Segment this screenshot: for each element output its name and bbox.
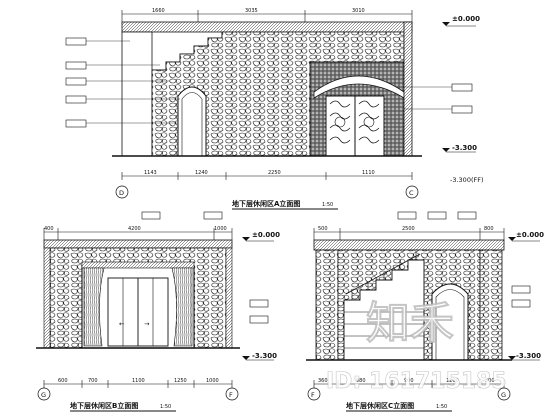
- axis-c-left: F: [311, 391, 315, 399]
- dim-b-bottom-3: 1100: [132, 378, 145, 384]
- dim-b-bottom-4: 1250: [174, 378, 187, 384]
- elevation-c: 500 2500 800: [306, 211, 544, 412]
- dim-a-bottom-1: 1143: [144, 170, 157, 176]
- elevation-c-top-dimensions: 500 2500 800: [313, 226, 505, 240]
- elevation-b-top-dimensions: 400 4200 1000: [43, 226, 233, 240]
- staircase: [343, 252, 425, 361]
- elevation-a-title: 地下层休闲区A立面图: [232, 199, 300, 208]
- elevation-a-bottom-dimensions: 1143 1240 2250 1110: [121, 170, 413, 180]
- dim-a-top-3: 3010: [352, 8, 365, 14]
- dim-c-bottom-2: 980: [356, 378, 366, 384]
- axis-b-left: G: [41, 391, 46, 399]
- dim-c-bottom-3: 900: [404, 378, 414, 384]
- axis-bubble-c-right: [497, 387, 511, 401]
- axis-c-right: G: [501, 391, 506, 399]
- level-a-bottom: -3.300: [452, 144, 477, 152]
- arrow-left-glyph: ←: [119, 320, 125, 328]
- dim-b-top-1: 400: [44, 226, 54, 232]
- elevation-c-title: 地下层休闲区C立面图: [346, 401, 414, 410]
- axis-bubble-a-left: [115, 185, 129, 199]
- elevation-b: 400 4200 1000 ← →: [36, 211, 280, 412]
- dim-a-top-1: 1660: [152, 8, 165, 14]
- level-c-top: ±0.000: [516, 231, 544, 239]
- dim-c-top-2: 2500: [402, 226, 415, 232]
- dim-c-top-3: 800: [484, 226, 494, 232]
- iron-gate: [325, 95, 385, 157]
- watermark-logo: 知禾: [366, 298, 454, 349]
- elevation-b-material-tags: [141, 211, 269, 324]
- elevation-c-levels: ±0.000 -3.300: [508, 231, 544, 361]
- dim-a-top-2: 3035: [245, 8, 258, 14]
- elevation-c-material-tags: [397, 211, 531, 308]
- axis-b-right: F: [229, 391, 233, 399]
- level-a-ff: -3.300(FF): [450, 176, 484, 184]
- dim-a-bottom-3: 2250: [268, 170, 281, 176]
- dim-b-top-3: 1000: [214, 226, 227, 232]
- axis-bubble-a-right: [405, 185, 419, 199]
- elevation-a-scale: 1:50: [322, 202, 333, 208]
- elevation-c-bottom-dimensions: 360 980 900 1200 500: [313, 378, 505, 388]
- elevation-b-title: 地下层休闲区B立面图: [70, 401, 138, 410]
- elevation-a: 1660 3035 3010: [65, 8, 484, 210]
- dim-c-bottom-1: 360: [318, 378, 328, 384]
- axis-bubble-b-right: [225, 387, 239, 401]
- elevation-c-scale: 1:50: [436, 404, 447, 410]
- dim-b-bottom-1: 600: [58, 378, 68, 384]
- level-b-bottom: -3.300: [252, 352, 277, 360]
- dim-c-bottom-5: 500: [485, 378, 495, 384]
- axis-bubble-c-left: [307, 387, 321, 401]
- dim-a-bottom-4: 1110: [362, 170, 375, 176]
- level-b-top: ±0.000: [252, 231, 280, 239]
- elevation-b-levels: ±0.000 -3.300: [242, 231, 280, 361]
- elevation-a-top-dimensions: 1660 3035 3010: [121, 8, 413, 24]
- elevation-a-material-tags: [65, 37, 473, 128]
- arrow-right-glyph: →: [144, 320, 150, 328]
- axis-a-left: D: [119, 189, 124, 197]
- level-a-top: ±0.000: [452, 15, 480, 23]
- axis-a-right: C: [409, 189, 414, 197]
- dim-a-bottom-2: 1240: [195, 170, 208, 176]
- dim-b-top-2: 4200: [128, 226, 141, 232]
- level-c-bottom: -3.300: [516, 352, 541, 360]
- elevation-a-levels: ±0.000 -3.300 -3.300(FF): [442, 15, 484, 184]
- dim-c-top-1: 500: [318, 226, 328, 232]
- elevation-b-scale: 1:50: [160, 404, 171, 410]
- watermark-id: ID: 161715185: [326, 369, 507, 394]
- dim-c-bottom-4: 1200: [446, 378, 459, 384]
- watermark: 知禾 ID: 161715185: [326, 298, 507, 395]
- axis-bubble-b-left: [37, 387, 51, 401]
- dim-b-bottom-5: 1000: [206, 378, 219, 384]
- elevation-b-bottom-dimensions: 600 700 1100 1250 1000: [43, 378, 233, 388]
- dim-b-bottom-2: 700: [88, 378, 98, 384]
